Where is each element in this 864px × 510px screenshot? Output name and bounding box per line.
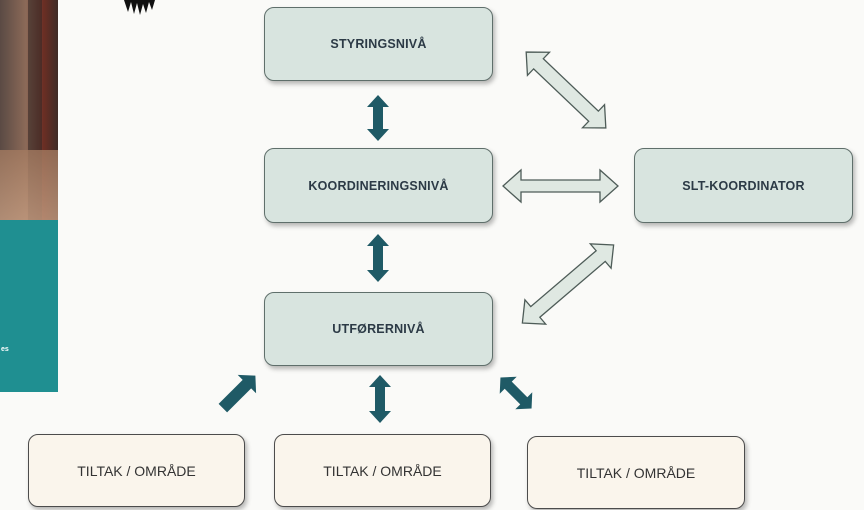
measure-box-right: TILTAK / OMRÅDE xyxy=(527,436,745,509)
level-utforer-box: UTFØRERNIVÅ xyxy=(264,292,493,366)
level-koordinering-label: KOORDINERINGSNIVÅ xyxy=(308,178,449,193)
arrow-utforer-right-measure xyxy=(499,376,533,410)
arrow-styring-coordinator xyxy=(525,51,607,129)
level-styring-box: STYRINGSNIVÅ xyxy=(264,7,493,81)
level-utforer-label: UTFØRERNIVÅ xyxy=(332,322,425,336)
measure-label-center: TILTAK / OMRÅDE xyxy=(323,462,442,479)
level-styring-label: STYRINGSNIVÅ xyxy=(330,37,427,51)
level-koordinering-box: KOORDINERINGSNIVÅ xyxy=(264,148,493,223)
arrow-koordinering-coordinator xyxy=(502,168,619,204)
background-photo xyxy=(0,0,58,220)
arrow-koordinering-utforer xyxy=(367,234,389,282)
side-panel-text: es xyxy=(1,346,9,353)
arrow-utforer-left-measure xyxy=(218,374,257,413)
measure-box-left: TILTAK / OMRÅDE xyxy=(28,434,245,507)
slt-coordinator-box: SLT-KOORDINATOR xyxy=(634,148,853,223)
photo-table xyxy=(0,150,58,220)
measure-label-left: TILTAK / OMRÅDE xyxy=(77,462,196,479)
teal-side-panel xyxy=(0,220,58,392)
arrow-utforer-center-measure xyxy=(369,375,391,423)
measure-box-center: TILTAK / OMRÅDE xyxy=(274,434,491,507)
measure-label-right: TILTAK / OMRÅDE xyxy=(576,464,696,481)
arrow-utforer-coordinator xyxy=(521,243,615,325)
slt-coordinator-label: SLT-KOORDINATOR xyxy=(682,178,805,193)
emblem-icon xyxy=(124,0,155,15)
arrow-styring-koordinering xyxy=(367,95,389,141)
